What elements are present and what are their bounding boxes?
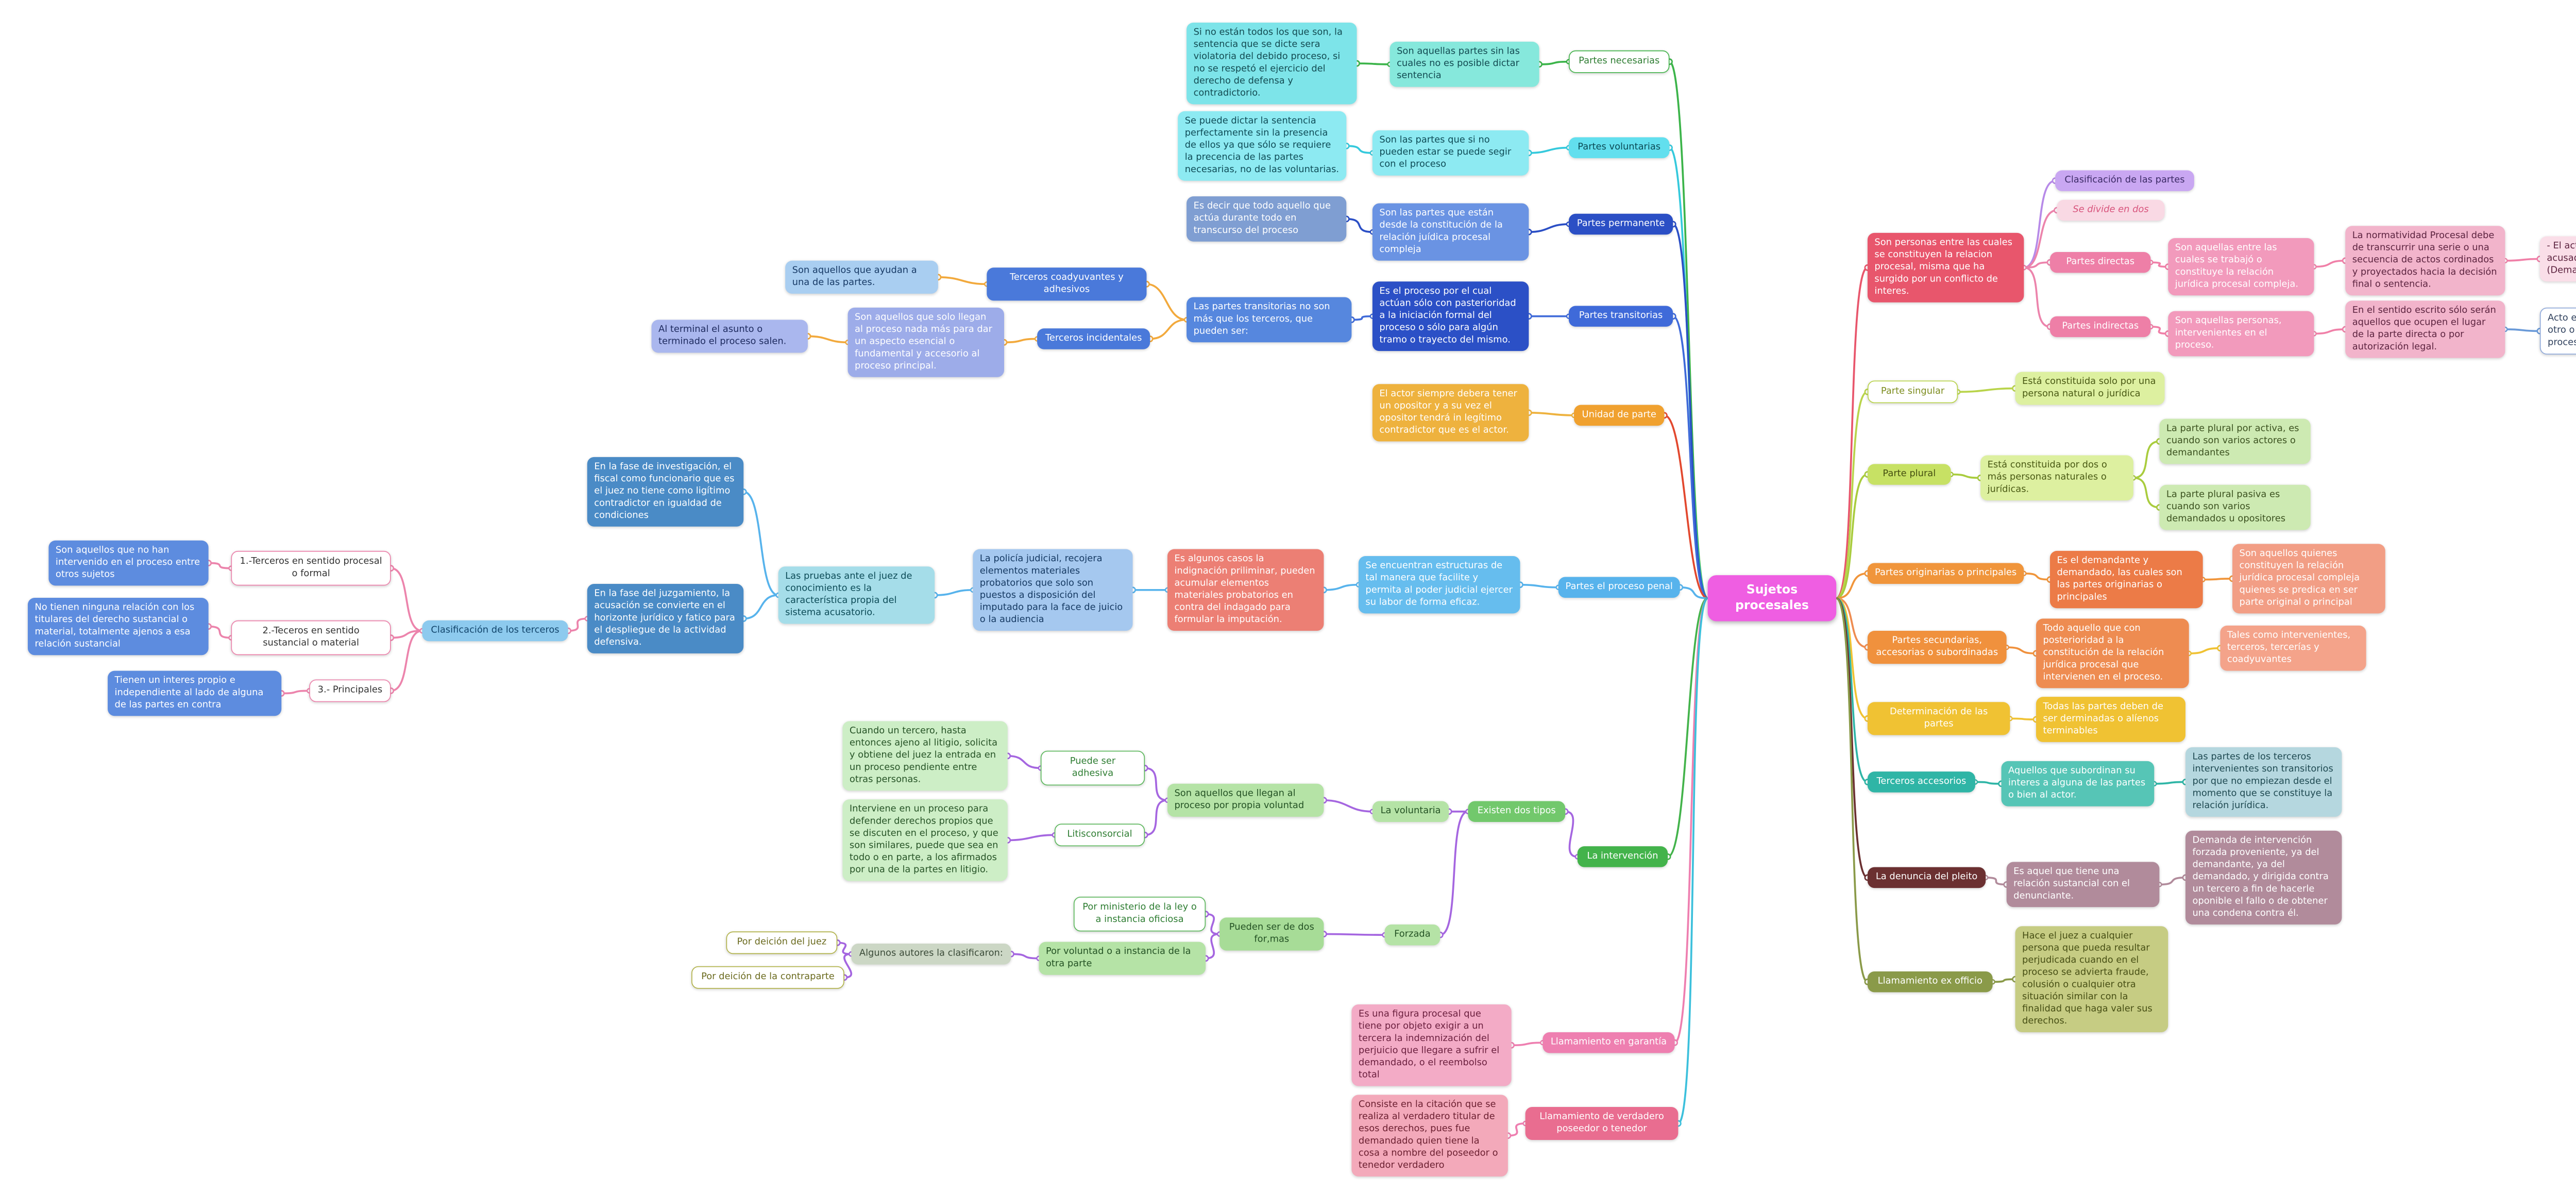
node-partes-directas[interactable]: Partes directas	[2049, 251, 2151, 273]
node-terceros-sustancial[interactable]: 2.-Teceros en sentido sustancial o mater…	[231, 620, 391, 656]
node-unidad-de-parte[interactable]: Unidad de parte	[1574, 405, 1665, 426]
node-partes-voluntarias-nota[interactable]: Se puede dictar la sentencia perfectamen…	[1178, 111, 1347, 181]
node-terceros-procesal[interactable]: 1.-Terceros en sentido procesal o formal	[231, 550, 391, 586]
node-partes-secundarias[interactable]: Partes secundarias, accesorias o subordi…	[1867, 631, 2007, 664]
node-por-voluntad-instancia[interactable]: Por voluntad o a instancia de la otra pa…	[1039, 942, 1206, 975]
node-partes-indirectas-detalle[interactable]: En el sentido escrito sólo serán aquello…	[2345, 300, 2505, 358]
node-litisconsorcial[interactable]: Litisconsorcial	[1054, 824, 1145, 847]
node-llamamiento-ex-officio-def[interactable]: Hace el juez a cualquier persona que pue…	[2015, 926, 2168, 1032]
node-terceros-incidentales-nota[interactable]: Al terminal el asunto o terminado el pro…	[651, 320, 808, 353]
node-terceros-principales[interactable]: 3.- Principales	[309, 679, 391, 702]
node-partes-voluntarias[interactable]: Partes voluntarias	[1568, 137, 1670, 158]
node-partes-secundarias-ejemplos[interactable]: Tales como intervenientes, terceros, ter…	[2220, 625, 2366, 671]
node-partes-directas-detalle[interactable]: La normatividad Procesal debe de transcu…	[2345, 226, 2505, 295]
node-existen-dos-tipos[interactable]: Existen dos tipos	[1468, 801, 1566, 822]
node-determinacion-partes[interactable]: Determinación de las partes	[1867, 702, 2010, 735]
node-voluntaria-def[interactable]: Son aquellos que llegan al proceso por p…	[1167, 783, 1324, 817]
node-adhesiva-def[interactable]: Cuando un tercero, hasta entonces ajeno …	[842, 721, 1008, 791]
node-parte-singular[interactable]: Parte singular	[1867, 380, 1958, 404]
node-fase-juzgamiento[interactable]: En la fase del juzgamiento, la acusación…	[587, 583, 744, 653]
node-terceros-accesorios-detalle[interactable]: Las partes de los terceros interveniente…	[2185, 747, 2342, 817]
node-parte-singular-def[interactable]: Está constituida solo por una persona na…	[2015, 372, 2165, 405]
node-partes-indirectas[interactable]: Partes indirectas	[2049, 316, 2151, 338]
node-puede-ser-adhesiva[interactable]: Puede ser adhesiva	[1040, 750, 1145, 786]
node-terceros-incidentales-def[interactable]: Son aquellos que solo llegan al proceso …	[848, 307, 1005, 377]
node-llamamiento-poseedor-def[interactable]: Consiste en la citación que se realiza a…	[1351, 1095, 1508, 1177]
node-llamamiento-poseedor[interactable]: Llamamiento de verdadero poseedor o tene…	[1525, 1106, 1679, 1140]
node-terceros-principales-def[interactable]: Tienen un interes propio e independiente…	[108, 670, 282, 716]
node-terceros-sustancial-def[interactable]: No tienen ninguna relación con los titul…	[27, 597, 209, 656]
node-partes-necesarias-def[interactable]: Son aquellas partes sin las cuales no es…	[1389, 41, 1539, 87]
node-por-decision-juez[interactable]: Por deición del juez	[726, 931, 838, 954]
node-partes-originarias-def[interactable]: Es el demandante y demandado, las cuales…	[2049, 550, 2203, 608]
node-la-intervencion[interactable]: La intervención	[1577, 846, 1668, 867]
node-clasificacion-partes[interactable]: Clasificación de las partes	[2055, 170, 2194, 191]
node-autores-clasificaron[interactable]: Algunos autores la clasificaron:	[851, 943, 1011, 965]
node-forzada[interactable]: Forzada	[1384, 924, 1440, 946]
node-partes-necesarias[interactable]: Partes necesarias	[1568, 50, 1670, 73]
node-partes-necesarias-nota[interactable]: Si no están todos los que son, la senten…	[1187, 22, 1357, 105]
node-partes-def[interactable]: Son personas entre las cuales se constit…	[1867, 232, 2024, 303]
node-partes-permanente[interactable]: Partes permanente	[1568, 213, 1673, 235]
node-indagacion-preliminar[interactable]: Es algunos casos la indignación prilimin…	[1167, 549, 1324, 631]
node-denuncia-pleito-def[interactable]: Es aquel que tiene una relación sustanci…	[2006, 862, 2160, 908]
node-terceros-coadyuvantes[interactable]: Terceros coadyuvantes y adhesivos	[987, 267, 1147, 301]
node-terceros-procesal-def[interactable]: Son aquellos que no han intervenido en e…	[48, 540, 209, 586]
node-estructura-eficaz[interactable]: Se encuentran estructuras de tal manera …	[1358, 556, 1520, 614]
node-terceros-accesorios[interactable]: Terceros accesorios	[1867, 771, 1975, 793]
node-parte-plural-activa[interactable]: La parte plural por activa, es cuando so…	[2159, 418, 2311, 464]
node-parte-plural-pasiva[interactable]: La parte plural pasiva es cuando son var…	[2159, 484, 2311, 530]
node-parte-plural[interactable]: Parte plural	[1867, 464, 1951, 485]
node-partes-voluntarias-def[interactable]: Son las partes que si no pueden estar se…	[1372, 130, 1529, 176]
node-terceros-incidentales[interactable]: Terceros incidentales	[1037, 328, 1150, 349]
node-denuncia-pleito-detalle[interactable]: Demanda de intervención forzada provenie…	[2185, 830, 2342, 925]
node-litisconsorcial-def[interactable]: Interviene en un proceso para defender d…	[842, 799, 1008, 881]
node-se-divide-en-dos[interactable]: Se divide en dos	[2057, 199, 2165, 221]
node-partes-permanente-nota[interactable]: Es decir que todo aquello que actúa dura…	[1187, 196, 1347, 242]
node-fase-investigacion[interactable]: En la fase de investigación, el fiscal c…	[587, 457, 744, 527]
node-partes-indirectas-def[interactable]: Son aquellas personas, intervenientes en…	[2168, 311, 2314, 357]
node-partes-directas-actores[interactable]: - El actor (demandante y/o acusador), El…	[2539, 236, 2576, 282]
node-partes-transitorias[interactable]: Partes transitorias	[1568, 306, 1673, 327]
node-clasificacion-terceros[interactable]: Clasificación de los terceros	[422, 620, 568, 642]
node-denuncia-pleito[interactable]: La denuncia del pleito	[1867, 867, 1986, 888]
node-terceros-coadyuvantes-def[interactable]: Son aquellos que ayudan a una de las par…	[785, 260, 938, 294]
node-partes-transitorias-def[interactable]: Las partes transitorias no son más que l…	[1187, 297, 1352, 343]
node-pruebas-juez[interactable]: Las pruebas ante el juez de conocimiento…	[778, 566, 935, 624]
node-determinacion-partes-def[interactable]: Todas las partes deben de ser derminadas…	[2036, 697, 2185, 742]
node-partes-secundarias-def[interactable]: Todo aquello que con posterioridad a la …	[2036, 618, 2189, 689]
node-partes-transitorias-detalle[interactable]: Es el proceso por el cual actúan sólo co…	[1372, 281, 1529, 351]
node-partes-originarias-detalle[interactable]: Son aquellos quienes constituyen la rela…	[2232, 544, 2385, 614]
node-partes-directas-def[interactable]: Son aquellas entre las cuales se trabajó…	[2168, 238, 2314, 296]
node-sujetos-procesales[interactable]: Sujetos procesales	[1707, 575, 1837, 622]
node-partes-originarias[interactable]: Partes originarias o principales	[1867, 563, 2024, 584]
node-partes-indirectas-acto[interactable]: Acto entre vivos o intres de otro o por …	[2539, 307, 2576, 355]
node-llamamiento-garantia-def[interactable]: Es una figura procesal que tiene por obj…	[1351, 1004, 1512, 1086]
node-parte-plural-def[interactable]: Está constituida por dos o más personas …	[1980, 455, 2133, 500]
node-unidad-de-parte-def[interactable]: El actor siempre debera tener un oposito…	[1372, 384, 1529, 442]
node-por-decision-contraparte[interactable]: Por deición de la contraparte	[691, 966, 844, 989]
node-partes-permanente-def[interactable]: Son las partes que están desde la consti…	[1372, 203, 1529, 261]
node-partes-proceso-penal[interactable]: Partes el proceso penal	[1558, 577, 1680, 598]
node-dos-formas[interactable]: Pueden ser de dos for,mas	[1219, 917, 1324, 951]
node-terceros-accesorios-def[interactable]: Aquellos que subordinan su interes a alg…	[2001, 761, 2155, 807]
node-llamamiento-garantia[interactable]: Llamamiento en garantía	[1543, 1032, 1675, 1053]
node-llamamiento-ex-officio[interactable]: Llamamiento ex officio	[1867, 971, 1993, 993]
node-policia-judicial[interactable]: La policía judicial, recojera elementos …	[973, 549, 1133, 631]
node-la-voluntaria[interactable]: La voluntaria	[1372, 801, 1449, 822]
node-por-ministerio-ley[interactable]: Por ministerio de la ley o a instancia o…	[1073, 896, 1206, 932]
